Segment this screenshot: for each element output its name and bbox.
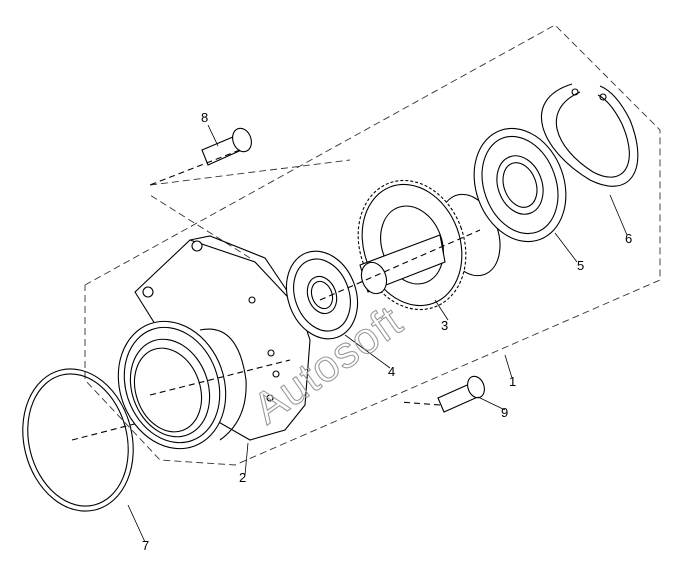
callout-4: 4 — [388, 364, 395, 379]
o-ring — [22, 368, 151, 512]
gear-shaft — [319, 179, 501, 311]
callout-1: 1 — [509, 374, 516, 389]
callout-9: 9 — [501, 405, 508, 420]
leader-lines — [127, 124, 628, 543]
bearing-large — [473, 127, 567, 243]
bolt-top — [149, 127, 252, 186]
bearing-small — [285, 250, 359, 340]
callout-2: 2 — [239, 470, 246, 485]
assembly-outline — [84, 24, 661, 466]
snap-ring — [541, 83, 639, 187]
callout-6: 6 — [625, 231, 632, 246]
callouts: 8 2 3 4 5 6 7 9 1 — [142, 110, 632, 553]
callout-3: 3 — [441, 318, 448, 333]
callout-8: 8 — [201, 110, 208, 125]
callout-5: 5 — [577, 258, 584, 273]
callout-7: 7 — [142, 538, 149, 553]
bolt-bottom — [399, 375, 485, 413]
housing — [117, 235, 311, 450]
